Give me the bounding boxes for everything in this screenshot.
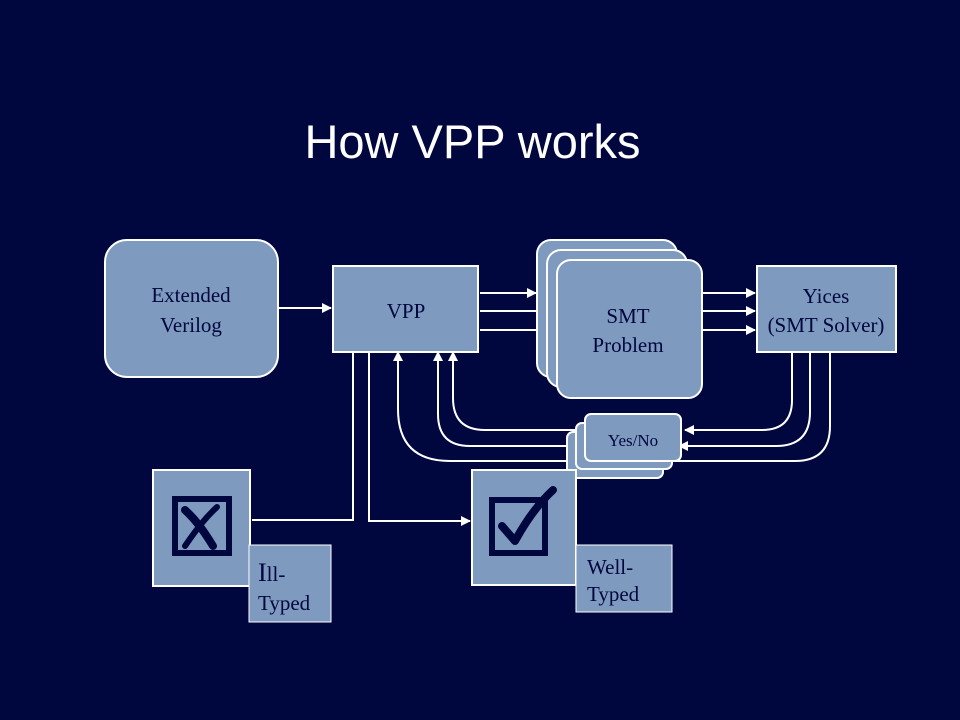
arrow-result-to-vpp-1 [448,351,584,431]
well-typed-label-line1: Well- [587,555,633,579]
connectors [252,288,831,526]
smt-problem-label-line2: Problem [592,333,663,357]
ill-typed-label-rest: ll- [267,562,286,586]
yices-label-line2: (SMT Solver) [768,313,885,337]
well-typed-label-line2: Typed [587,582,640,606]
arrow-vpp-to-well-typed [368,352,471,526]
extended-verilog-label-line1: Extended [151,283,231,307]
extended-verilog-label-line2: Verilog [160,313,222,337]
ill-typed-icon-box [152,469,251,587]
ill-typed-label-line2: Typed [258,591,311,615]
well-typed-icon-box [471,469,577,586]
yices-label-line1: Yices [803,284,850,308]
arrow-result-to-vpp-2 [433,351,575,447]
smt-problem-label-line1: SMT [606,304,649,328]
arrow-vpp-to-ill-typed [252,352,354,521]
arrow-yices-to-result-2 [678,352,811,451]
vpp-label: VPP [387,299,426,323]
arrow-result-to-vpp-3 [393,351,568,462]
smt-problem-stack: SMT Problem [536,239,703,399]
x-mark-checkbox-icon [172,496,232,556]
yes-no-stack: Yes/No [566,413,682,479]
ill-typed-label-box: Ill- Typed [248,544,332,623]
yices-box: Yices (SMT Solver) [756,265,897,353]
ill-typed-label-first-letter: I [258,558,267,587]
arrow-yices-to-result-3 [669,352,831,462]
yes-no-label: Yes/No [608,431,658,450]
check-mark-checkbox-icon [489,486,557,556]
ill-typed-label-line1: Ill- [258,558,285,587]
arrow-yices-to-result-1 [684,352,793,435]
vpp-box: VPP [332,265,479,353]
extended-verilog-box: Extended Verilog [104,239,279,378]
slide-title: How VPP works [304,115,641,168]
well-typed-label-box: Well- Typed [575,544,673,613]
